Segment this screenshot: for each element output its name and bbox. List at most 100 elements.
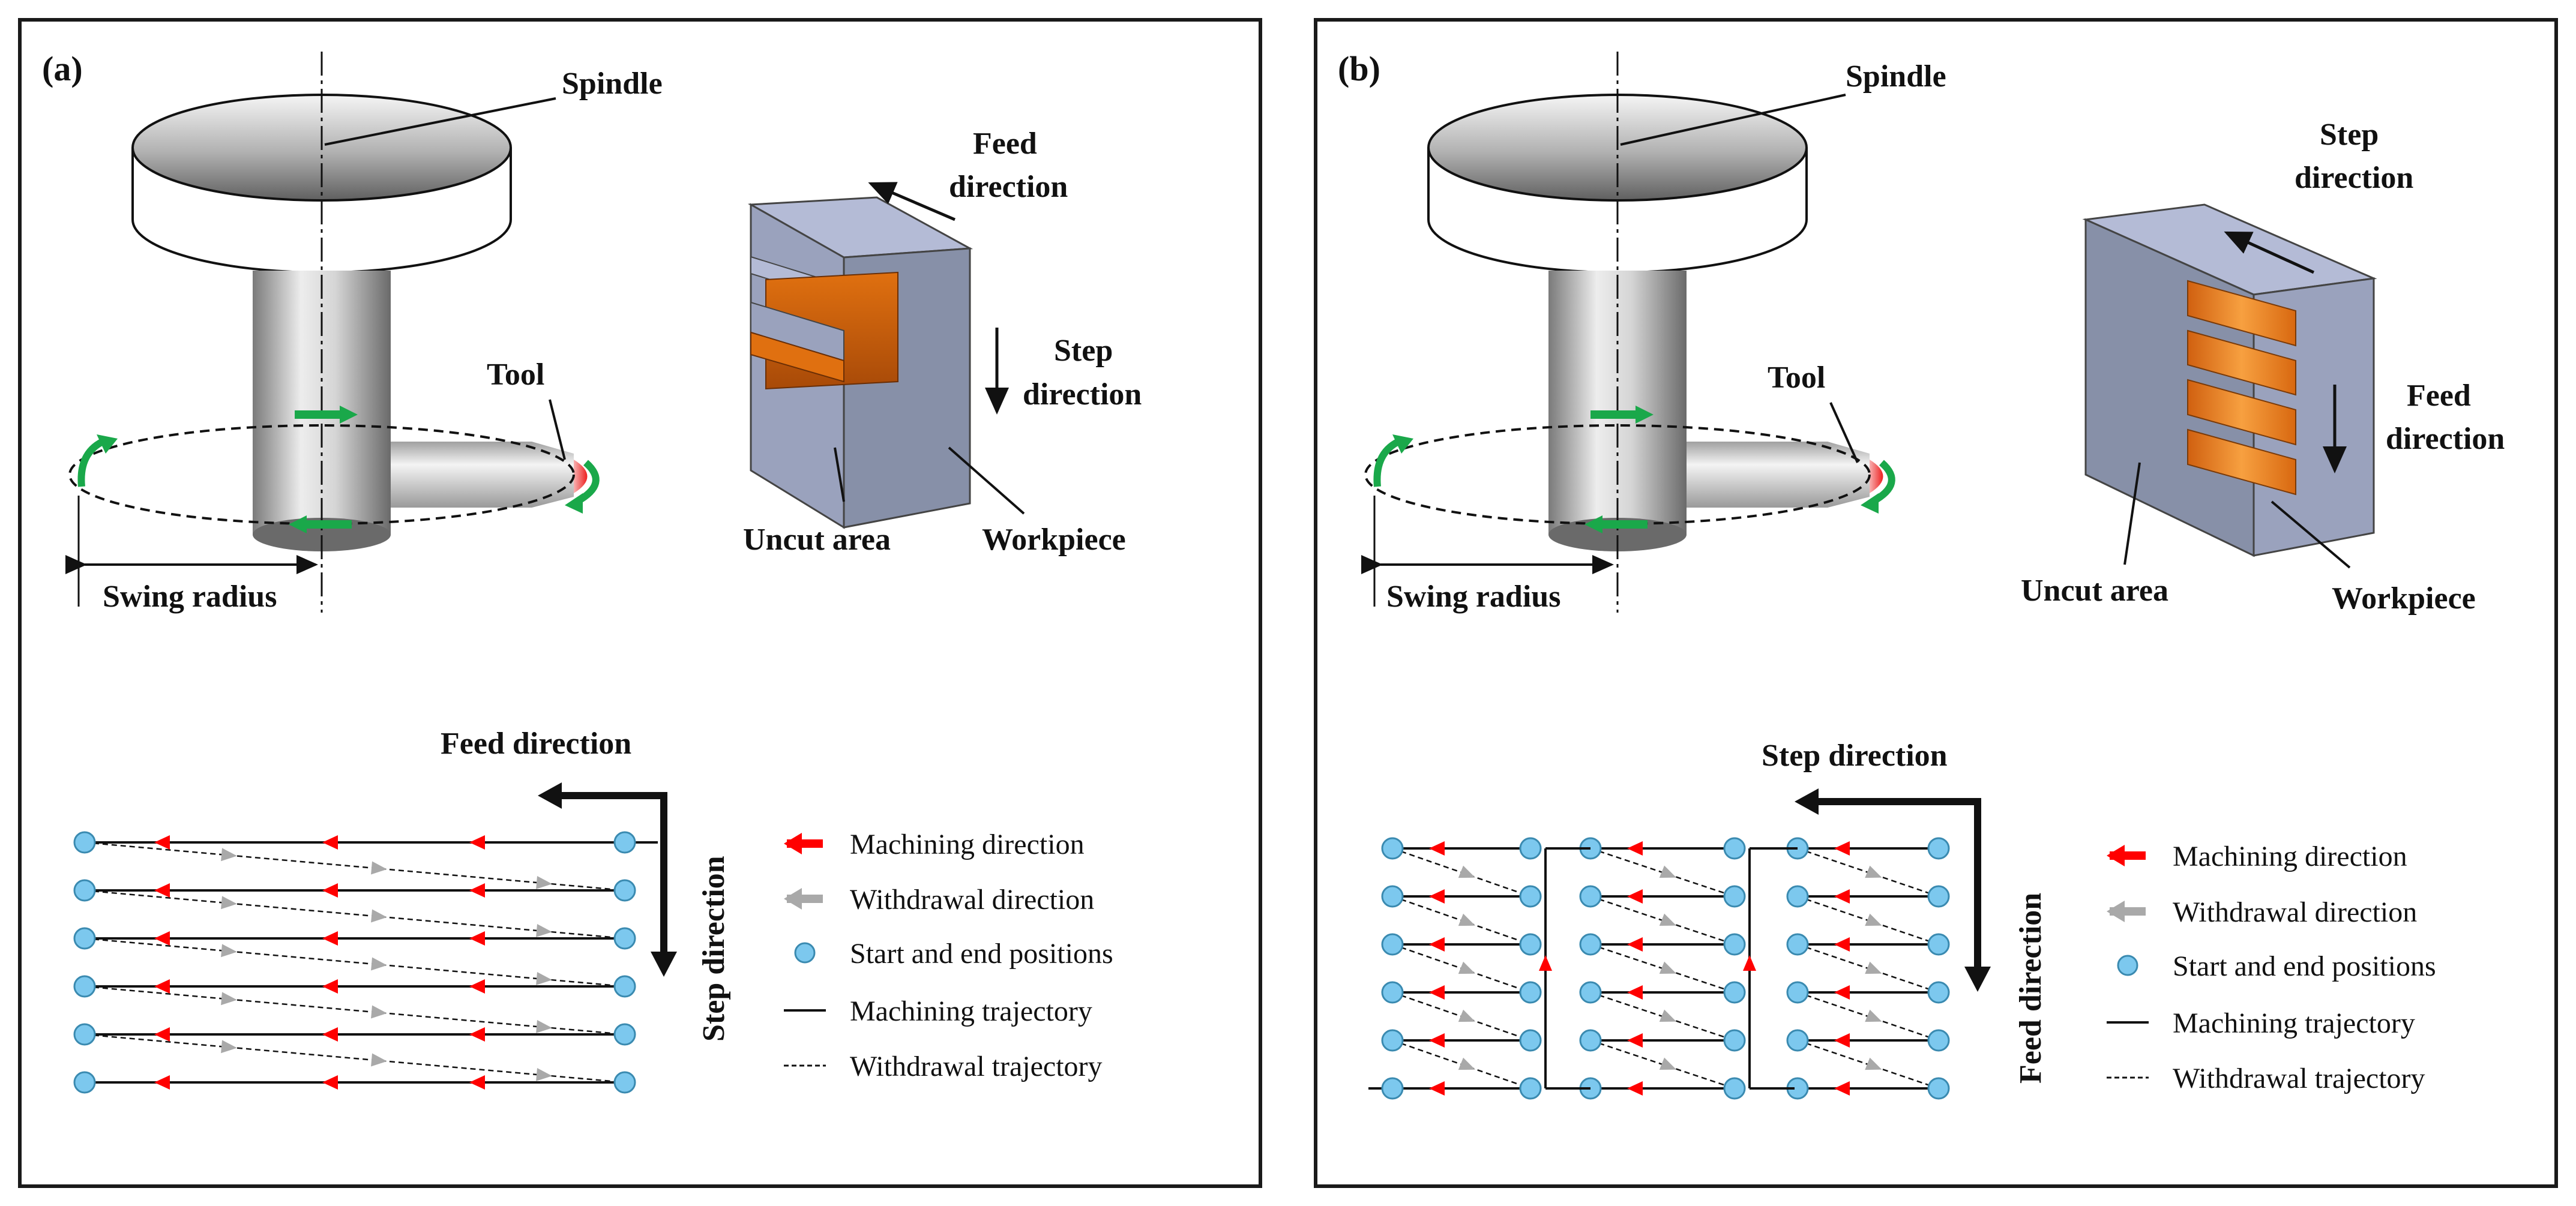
legend-marker (2117, 955, 2138, 976)
withdrawal-arrow (536, 1067, 552, 1081)
start-end-marker (73, 927, 96, 950)
withdrawal-line (84, 1033, 625, 1084)
withdrawal-arrow (221, 1040, 237, 1054)
start-end-marker (1723, 933, 1746, 956)
start-end-marker (73, 975, 96, 998)
tool-tip (1870, 460, 1883, 493)
legend: Machining direction Withdrawal direction… (784, 829, 1113, 1082)
withdrawal-arrow (371, 1005, 387, 1019)
top-dir-line1: Feed (973, 127, 1037, 161)
machining-arrow (154, 1075, 170, 1090)
panel-b-figure: (b) Swing radius Spindle Tool (1338, 49, 2505, 1100)
rotation-arrows (1373, 406, 1895, 533)
start-end-marker (1927, 885, 1950, 908)
machining-arrow (1834, 841, 1850, 856)
machining-arrow (322, 835, 338, 850)
spindle-label: Spindle (562, 67, 663, 101)
machining-arrow (469, 835, 485, 850)
withdrawal-line (84, 841, 625, 892)
machining-arrow (469, 979, 485, 994)
swing-path (1364, 424, 1871, 525)
top-dir-line1: Step (2320, 118, 2379, 152)
swing-path (68, 424, 575, 525)
machining-arrow (1743, 955, 1756, 971)
withdrawal-arrow (1659, 913, 1676, 926)
start-end-marker (613, 1071, 636, 1094)
withdrawal-arrow (1659, 1057, 1676, 1070)
machining-arrow (322, 931, 338, 946)
start-end-marker (1786, 933, 1809, 956)
machining-arrow (1834, 985, 1850, 1000)
start-end-marker (1927, 1077, 1950, 1100)
legend-start-end: Start and end positions (2173, 950, 2436, 982)
legend-withdrawal-trajectory: Withdrawal trajectory (850, 1051, 1103, 1082)
rotation-arrows (77, 406, 600, 533)
start-end-marker (1519, 885, 1542, 908)
legend-machining-direction: Machining direction (2173, 841, 2407, 872)
path-direction-arrows (1795, 788, 1991, 992)
withdrawal-arrow (371, 957, 387, 971)
swing-radius-dimension (1361, 496, 1614, 607)
machining-arrow (469, 1075, 485, 1090)
workpiece (2082, 203, 2377, 557)
machining-arrow (154, 835, 170, 850)
machining-arrow (1627, 1081, 1643, 1096)
legend-marker (794, 942, 816, 964)
machining-arrow (469, 931, 485, 946)
panel-letter: (a) (42, 49, 83, 88)
machining-arrow (1429, 985, 1445, 1000)
start-end-marker (613, 831, 636, 854)
spindle-leader (1620, 94, 1846, 146)
start-end-marker (1927, 837, 1950, 860)
legend-withdrawal-trajectory: Withdrawal trajectory (2173, 1063, 2425, 1094)
machining-arrow (322, 979, 338, 994)
path-grid (1368, 837, 1950, 1100)
withdrawal-arrow (371, 1053, 387, 1067)
start-end-marker (613, 927, 636, 950)
withdrawal-arrow (1659, 865, 1676, 878)
workpiece-label: Workpiece (982, 523, 1126, 557)
withdrawal-arrow (221, 992, 237, 1006)
panel-a-figure: (a) Swing radius Spindle Tool (42, 49, 1142, 1094)
legend-withdrawal-direction: Withdrawal direction (2173, 896, 2417, 928)
start-end-marker (1723, 1029, 1746, 1052)
start-end-marker (73, 1023, 96, 1046)
machining-arrow (322, 1027, 338, 1042)
start-end-marker (613, 975, 636, 998)
uncut-label: Uncut area (743, 523, 891, 557)
swing-radius-label: Swing radius (1386, 580, 1560, 614)
start-end-marker (1381, 1029, 1404, 1052)
start-end-marker (73, 1071, 96, 1094)
withdrawal-arrow (371, 909, 387, 923)
withdrawal-line (84, 985, 625, 1036)
workpiece-leader (948, 446, 1025, 515)
spindle-label: Spindle (1846, 59, 1946, 94)
withdrawal-arrow (1458, 961, 1475, 974)
machining-arrow (322, 883, 338, 898)
start-end-marker (73, 879, 96, 902)
path-grid (73, 831, 658, 1094)
legend-machining-trajectory: Machining trajectory (850, 995, 1092, 1027)
withdrawal-arrow (221, 848, 237, 862)
swing-radius-label: Swing radius (103, 580, 277, 614)
panel-letter: (b) (1338, 49, 1380, 88)
tool-label: Tool (1768, 361, 1825, 395)
tool-label: Tool (487, 358, 544, 392)
machining-arrow (1834, 889, 1850, 904)
tool-arm (391, 442, 574, 508)
machining-arrow (1627, 1033, 1643, 1048)
machining-arrow (1429, 1081, 1445, 1096)
machining-arrow (1834, 1081, 1850, 1096)
side-dir-line2: direction (1023, 377, 1142, 412)
withdrawal-arrow (1659, 1009, 1676, 1022)
start-end-marker (1519, 1077, 1542, 1100)
machining-arrow (469, 1027, 485, 1042)
start-end-marker (1519, 837, 1542, 860)
start-end-marker (1381, 981, 1404, 1004)
workpiece-label: Workpiece (2332, 581, 2476, 616)
machining-arrow (154, 883, 170, 898)
uncut-leader (2123, 462, 2141, 565)
withdrawal-arrow (1865, 913, 1882, 926)
legend-machining-trajectory: Machining trajectory (2173, 1007, 2415, 1039)
side-dir-line2: direction (2386, 422, 2505, 456)
